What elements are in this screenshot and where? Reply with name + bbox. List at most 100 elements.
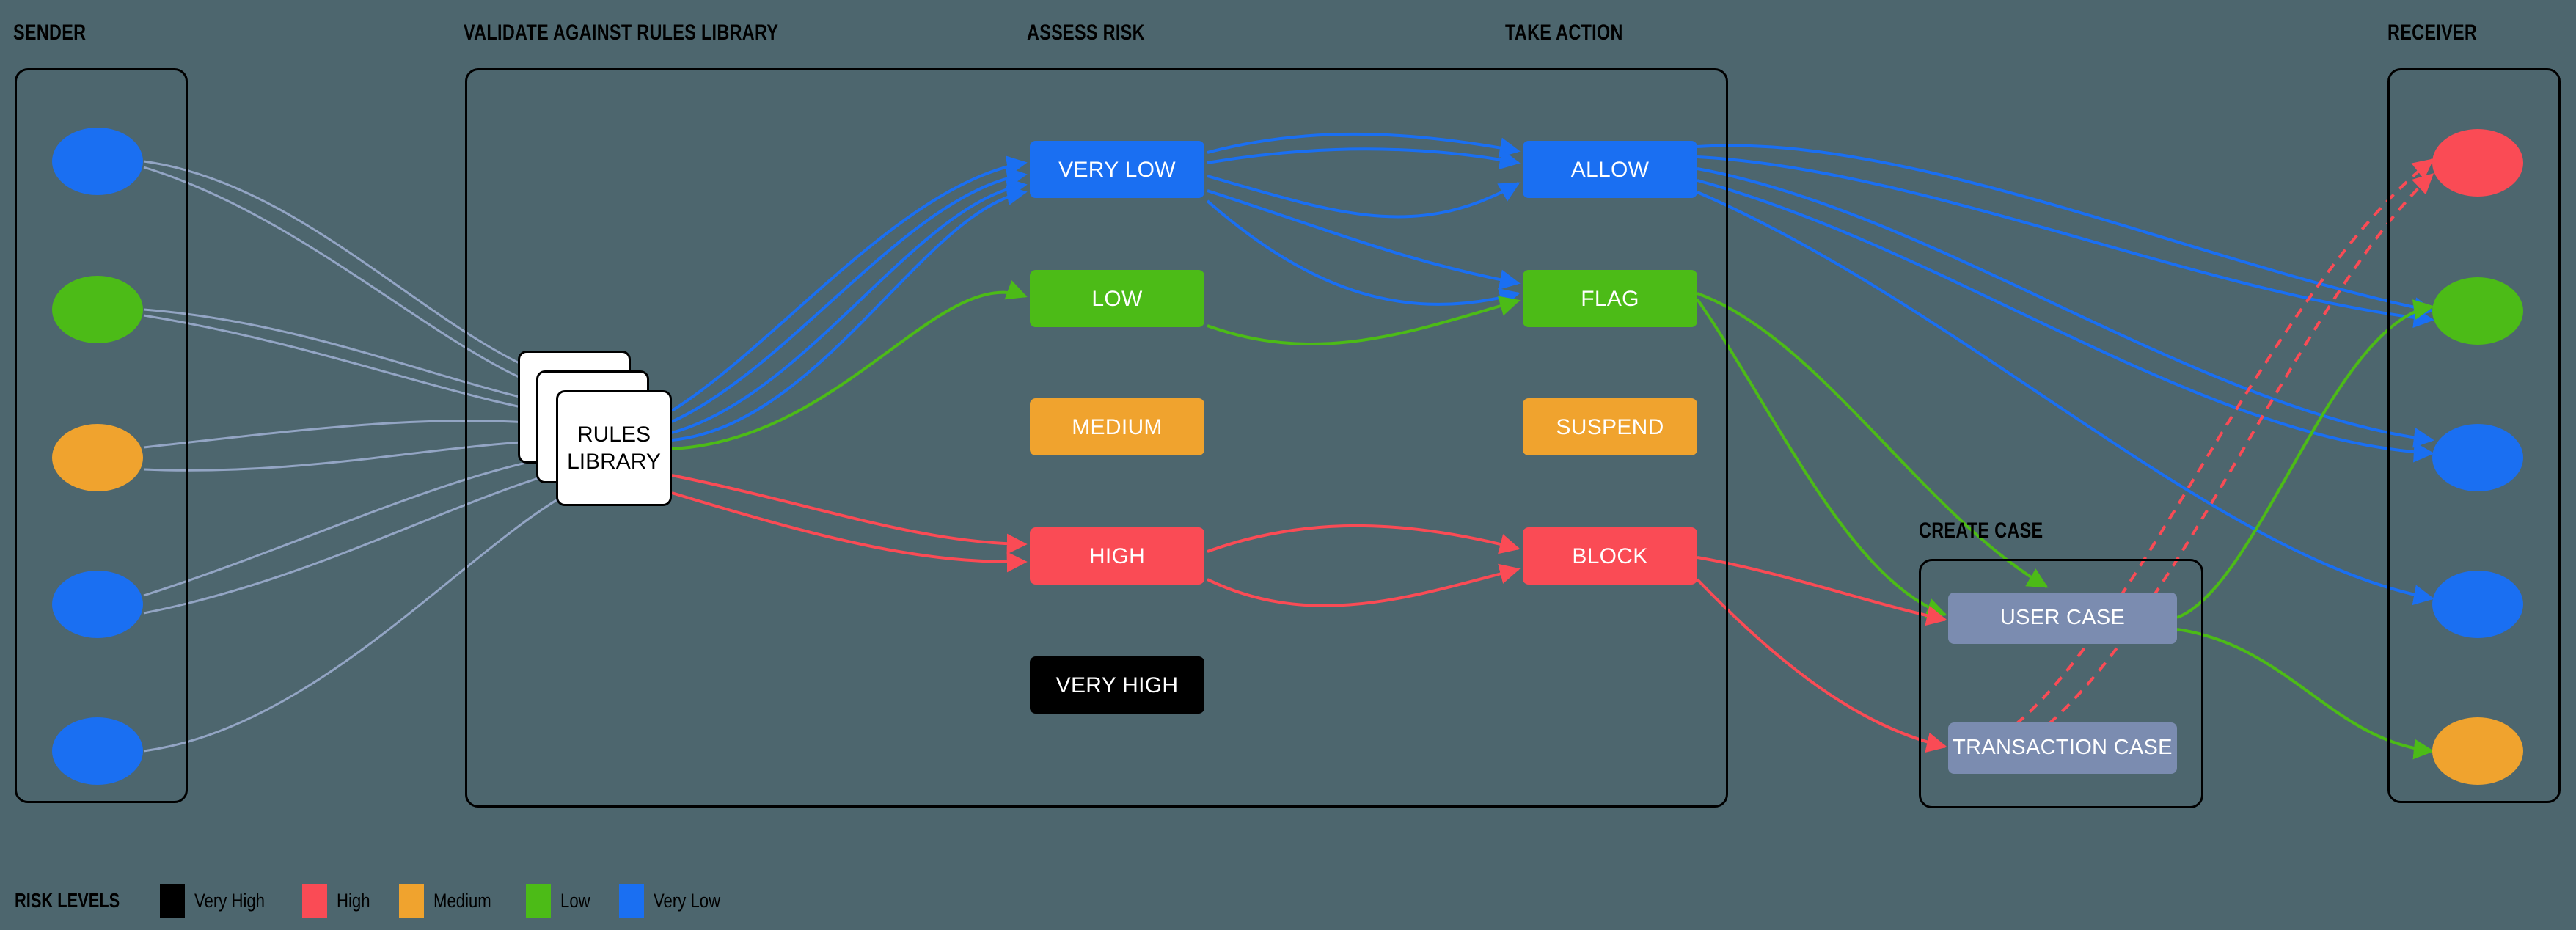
edge [671, 185, 1028, 442]
flag-to-case-edges [1696, 292, 2049, 618]
edge [1207, 563, 1521, 607]
edge [671, 491, 1028, 573]
edge [1696, 578, 1947, 753]
action-block-label: BLOCK [1572, 543, 1648, 568]
edge [671, 474, 1028, 554]
legend-swatch [526, 884, 552, 918]
edge [1697, 556, 1947, 626]
edge [1696, 298, 1947, 618]
column-title-assess: ASSESS RISK [1027, 21, 1145, 45]
receiver-node[interactable] [2432, 277, 2523, 345]
column-title-validate: VALIDATE AGAINST RULES LIBRARY [464, 21, 779, 45]
sender-group-box [15, 68, 188, 803]
create-case-title: CREATE CASE [1919, 519, 2043, 543]
receiver-node[interactable] [2432, 571, 2523, 638]
receiver-group-box [2387, 68, 2561, 803]
action-suspend-label: SUSPEND [1556, 414, 1664, 439]
legend-item: Very Low [618, 884, 735, 918]
edge [670, 155, 1028, 412]
case-to-receiver-green-edges [2176, 299, 2434, 760]
legend-item: Low [526, 884, 597, 918]
risk-very-high-label: VERY HIGH [1055, 673, 1179, 698]
risk-low[interactable]: LOW [1030, 270, 1204, 327]
edge [1207, 524, 1521, 554]
action-flag[interactable]: FLAG [1523, 270, 1697, 327]
legend-label: Very High [194, 889, 265, 912]
risk-very-high[interactable]: VERY HIGH [1030, 656, 1204, 714]
action-allow-label: ALLOW [1570, 157, 1650, 182]
sender-to-rules-edges [143, 160, 581, 753]
sender-node[interactable] [52, 128, 143, 195]
rules-library-card-3[interactable]: RULES LIBRARY [556, 390, 672, 506]
edge [1206, 199, 1521, 309]
edge [671, 166, 1028, 423]
rules-library-label: RULES LIBRARY [567, 422, 661, 475]
edge [1207, 175, 1521, 219]
edge [1697, 292, 2049, 588]
legend-swatch [399, 884, 425, 918]
action-flag-label: FLAG [1581, 286, 1639, 311]
action-suspend[interactable]: SUSPEND [1523, 398, 1697, 455]
case-user-case[interactable]: USER CASE [1948, 593, 2177, 644]
edge [1697, 191, 2434, 606]
receiver-node[interactable] [2432, 424, 2523, 491]
block-to-case-edges [1696, 556, 1947, 753]
edge [143, 486, 581, 753]
edge [1950, 158, 2434, 757]
rules-to-risk-edges [670, 155, 1028, 573]
risk-high-label: HIGH [1088, 543, 1146, 568]
column-title-sender: SENDER [13, 21, 87, 45]
edge [671, 177, 1028, 434]
edge [1207, 296, 1521, 345]
column-title-receiver: RECEIVER [2387, 21, 2478, 45]
legend-swatch [159, 884, 185, 918]
case-transaction-case[interactable]: TRANSACTION CASE [1948, 722, 2177, 774]
legend-label: Very Low [653, 889, 720, 912]
column-title-action: TAKE ACTION [1505, 21, 1623, 45]
create-case-group-box [1919, 559, 2203, 808]
legend-swatch [618, 884, 644, 918]
sender-node[interactable] [52, 717, 143, 785]
risk-very-low-label: VERY LOW [1058, 157, 1176, 182]
risk-very-low[interactable]: VERY LOW [1030, 141, 1204, 198]
action-to-receiver-blue-edges [1697, 144, 2434, 606]
edge [1697, 144, 2434, 318]
receiver-node[interactable] [2432, 717, 2523, 785]
edge [2176, 299, 2434, 619]
risk-medium[interactable]: MEDIUM [1030, 398, 1204, 455]
legend-item: Very High [159, 884, 280, 918]
sender-node[interactable] [52, 571, 143, 638]
risk-medium-label: MEDIUM [1072, 414, 1163, 439]
edge [143, 447, 579, 597]
sender-node[interactable] [52, 424, 143, 491]
edge [143, 462, 580, 615]
action-block[interactable]: BLOCK [1523, 527, 1697, 585]
sender-node[interactable] [52, 276, 143, 343]
edge [2176, 628, 2434, 760]
receiver-node[interactable] [2432, 129, 2523, 197]
edge [671, 280, 1028, 450]
validate-assess-action-group-box [465, 68, 1728, 808]
legend-item: High [301, 884, 378, 918]
edge [1697, 155, 2434, 329]
risk-levels-legend: RISK LEVELS Very High High Medium Low Very L… [15, 884, 757, 918]
edge [1207, 189, 1521, 290]
edge [1697, 167, 2434, 448]
risk-low-label: LOW [1091, 286, 1143, 311]
legend-title: RISK LEVELS [15, 889, 120, 912]
case-user-case-label: USER CASE [1999, 606, 2126, 630]
legend-item: Medium [399, 884, 504, 918]
edge [143, 160, 567, 385]
legend-label: Low [560, 889, 590, 912]
risk-high[interactable]: HIGH [1030, 527, 1204, 585]
legend-swatch [301, 884, 327, 918]
risk-to-action-edges [1206, 132, 1521, 607]
edge [1207, 147, 1521, 170]
legend-label: High [336, 889, 370, 912]
legend-label: Medium [433, 889, 491, 912]
edge [1697, 179, 2434, 463]
edge [1207, 132, 1521, 158]
action-allow[interactable]: ALLOW [1523, 141, 1697, 198]
